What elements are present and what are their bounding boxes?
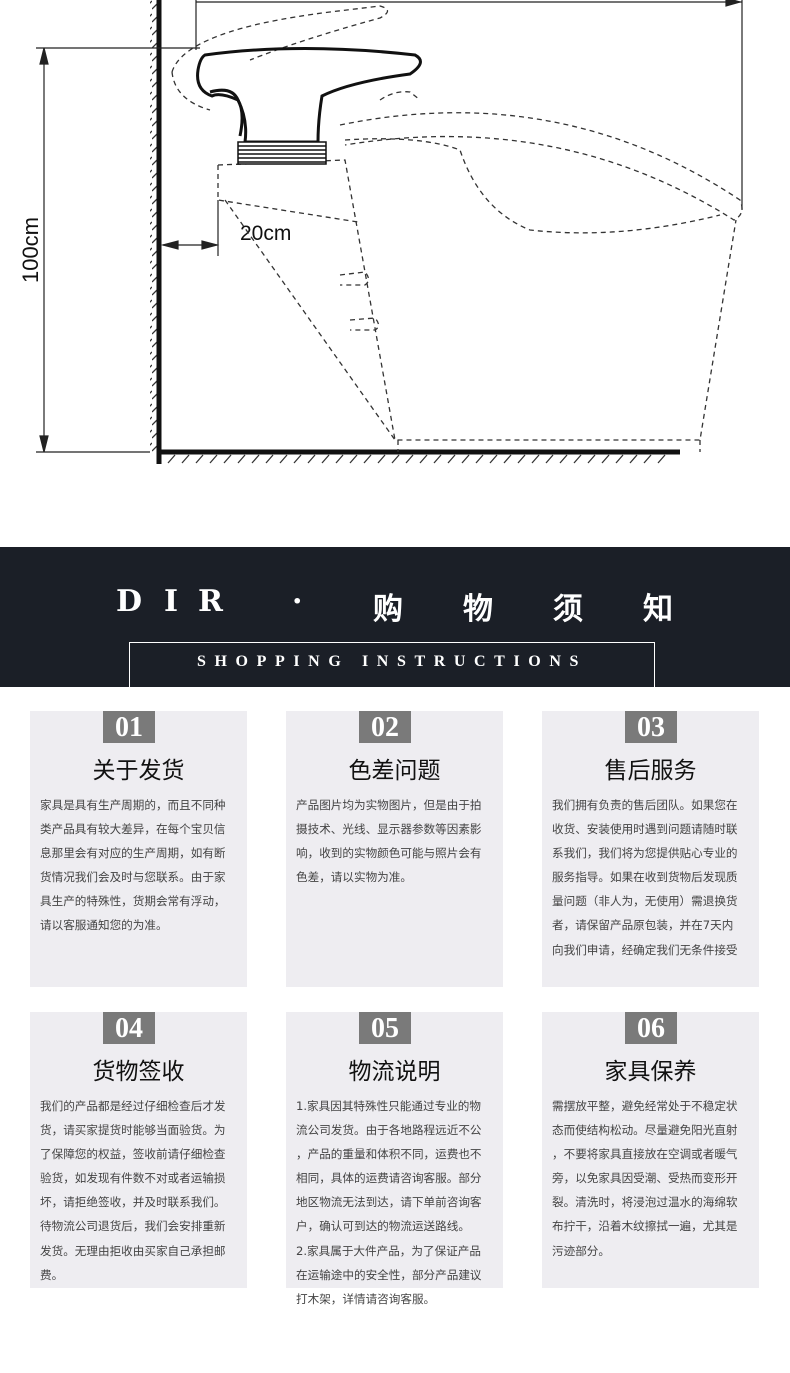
banner-title-char: 购: [373, 592, 403, 627]
gap-label: 20cm: [240, 222, 291, 245]
card-text: 需摆放平整，避免经常处于不稳定状 态而使结构松动。尽量避免阳光直射 ，不要将家具…: [552, 1099, 738, 1258]
banner-title-char: 物: [463, 592, 493, 627]
headrest-base: [237, 141, 327, 165]
card-number: 02: [359, 711, 411, 743]
info-card-color-difference: 02 色差问题 产品图片均为实物图片，但是由于拍 摄技术、光线、显示器参数等因素…: [286, 711, 503, 987]
gap-dimension: [160, 200, 220, 256]
card-title: 家具保养: [604, 1059, 697, 1085]
height-dimension: [36, 47, 200, 453]
card-title: 售后服务: [604, 758, 697, 784]
width-dimension: [195, 0, 743, 210]
info-card-after-sales: 03 售后服务 我们拥有负责的售后团队。如果您在 收货、安装使用时遇到问题请随时…: [542, 711, 759, 987]
card-title: 物流说明: [348, 1059, 441, 1085]
info-card-delivery-receipt: 04 货物签收 我们的产品都是经过仔细检查后才发 货，请买家提货时能够当面验货。…: [30, 1012, 247, 1288]
info-card-shipping: 01 关于发货 家具是具有生产周期的，而且不同种 类产品具有较大差异，在每个宝贝…: [30, 711, 247, 987]
card-number: 01: [103, 711, 155, 743]
dimension-diagram: 100cm 20cm: [0, 0, 790, 520]
banner-subtitle-box: SHOPPING INSTRUCTIONS: [129, 642, 655, 688]
card-text: 1.家具因其特殊性只能通过专业的物 流公司发货。由于各地路程远近不公 ，产品的重…: [296, 1099, 482, 1306]
card-title: 色差问题: [348, 758, 441, 784]
headrest: [196, 47, 422, 144]
card-text: 我们的产品都是经过仔细检查后才发 货，请买家提货时能够当面验货。为 了保障您的权…: [40, 1099, 226, 1282]
banner-title-char: R: [198, 584, 223, 619]
card-number: 05: [359, 1012, 411, 1044]
card-text: 家具是具有生产周期的，而且不同种 类产品具有较大差异，在每个宝贝信 息那里会有对…: [40, 798, 226, 933]
info-card-logistics: 05 物流说明 1.家具因其特殊性只能通过专业的物 流公司发货。由于各地路程远近…: [286, 1012, 503, 1306]
banner-title-char: ·: [292, 584, 303, 619]
card-number: 06: [625, 1012, 677, 1044]
card-number: 03: [625, 711, 677, 743]
card-title: 货物签收: [92, 1059, 185, 1085]
banner-title-char: 须: [553, 592, 583, 627]
height-label: 100cm: [18, 217, 43, 283]
banner-title: D I R · 购 物 须 知: [0, 576, 790, 627]
wall-hatching: [150, 0, 159, 455]
banner-title-char: 知: [643, 592, 673, 627]
info-card-maintenance: 06 家具保养 需摆放平整，避免经常处于不稳定状 态而使结构松动。尽量避免阳光直…: [542, 1012, 759, 1288]
card-text: 产品图片均为实物图片，但是由于拍 摄技术、光线、显示器参数等因素影 响，收到的实…: [296, 798, 482, 885]
card-text: 我们拥有负责的售后团队。如果您在 收货、安装使用时遇到问题请随时联 系我们，我们…: [552, 798, 738, 957]
banner-title-char: I: [164, 584, 179, 619]
shopping-instructions-banner: [0, 547, 790, 687]
banner-title-char: D: [116, 584, 143, 619]
banner-subtitle: SHOPPING INSTRUCTIONS: [197, 653, 587, 670]
floor-hatching: [167, 454, 666, 464]
card-number: 04: [103, 1012, 155, 1044]
card-title: 关于发货: [92, 758, 185, 784]
